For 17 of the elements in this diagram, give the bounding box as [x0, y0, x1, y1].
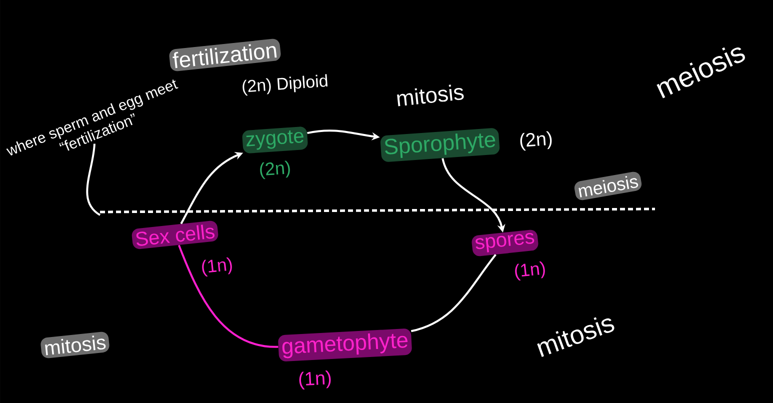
- process-band: fertilization: [169, 38, 281, 72]
- process-band: meiosis: [574, 172, 642, 200]
- process-label: (2n) Diploid: [242, 74, 328, 96]
- stage-band: gametophyte: [278, 328, 412, 362]
- stage-band: Sex cells: [132, 220, 218, 250]
- ploidy-label: (2n): [520, 131, 552, 151]
- ploidy-label: (1n): [515, 261, 545, 281]
- ploidy-label: (1n): [202, 257, 232, 277]
- stage-band: spores: [472, 230, 538, 256]
- ploidy-label: (1n): [299, 370, 331, 390]
- ploidy-label: (2n): [260, 160, 290, 180]
- stage-band: Sporophyte: [380, 128, 500, 162]
- stage-band: zygote: [242, 126, 308, 154]
- process-label: mitosis: [537, 317, 614, 357]
- leader-line: [86, 144, 101, 216]
- process-label: mitosis: [397, 84, 464, 106]
- process-band: mitosis: [40, 332, 110, 358]
